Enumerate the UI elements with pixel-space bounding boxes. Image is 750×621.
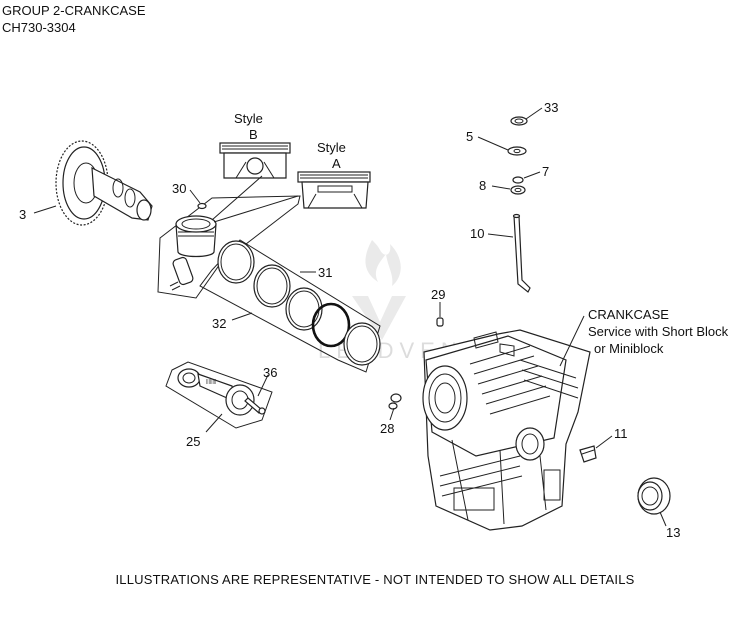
watermark-logo [352,240,406,340]
piston-ring-set[interactable] [217,240,381,366]
callout-3: 3 [19,207,26,222]
callout-10: 10 [470,226,484,241]
style-a-title: Style [317,140,346,155]
style-pointer-lines [211,175,299,223]
oil-seal-part-13[interactable] [637,477,671,515]
o-ring-part-8[interactable] [510,185,526,195]
washer-part-5[interactable] [507,146,527,156]
callout-33: 33 [544,100,558,115]
crankcase-note-line2: Service with Short Block [588,324,729,339]
callout-8: 8 [479,178,486,193]
o-ring-part-7[interactable] [512,176,524,184]
callout-13: 13 [666,525,680,540]
callout-28: 28 [380,421,394,436]
group-title: GROUP 2-CRANKCASE [2,3,146,18]
piston-style-b[interactable] [219,142,291,179]
svg-text:||||||||: |||||||| [206,379,216,385]
model-number: CH730-3304 [2,20,76,35]
piston-pin-retainer[interactable] [197,202,207,210]
callout-11: 11 [614,426,628,441]
dowel-pin-part-28[interactable] [388,393,402,410]
piston-pin[interactable] [169,256,194,291]
callout-7: 7 [542,164,549,179]
dipstick-tube[interactable] [512,213,531,293]
camshaft-gear[interactable] [55,140,153,226]
callout-29: 29 [431,287,445,302]
style-b-letter: B [249,127,258,142]
callout-32: 32 [212,316,226,331]
piston-assembly-panel [157,195,381,373]
style-a-letter: A [332,156,341,171]
fitting-part-11[interactable] [579,445,597,463]
callout-30: 30 [172,181,186,196]
connecting-rod-bolt[interactable] [244,397,266,415]
leader-lines [33,107,667,527]
crankcase-note-title: CRANKCASE [588,307,669,322]
style-b-title: Style [234,111,263,126]
callout-31: 31 [318,265,332,280]
disclaimer-footer: ILLUSTRATIONS ARE REPRESENTATIVE - NOT I… [115,572,635,587]
callout-25: 25 [186,434,200,449]
connecting-rod-panel [165,361,273,429]
piston[interactable] [175,215,217,258]
seal-part-33[interactable] [510,116,528,126]
connecting-rod[interactable]: |||||||| [177,368,255,416]
callout-36: 36 [263,365,277,380]
callout-5: 5 [466,129,473,144]
plug-part-29[interactable] [436,317,444,327]
crankcase-note-line3: or Miniblock [594,341,664,356]
crankcase-block[interactable] [422,329,591,531]
piston-style-a[interactable] [297,171,371,209]
